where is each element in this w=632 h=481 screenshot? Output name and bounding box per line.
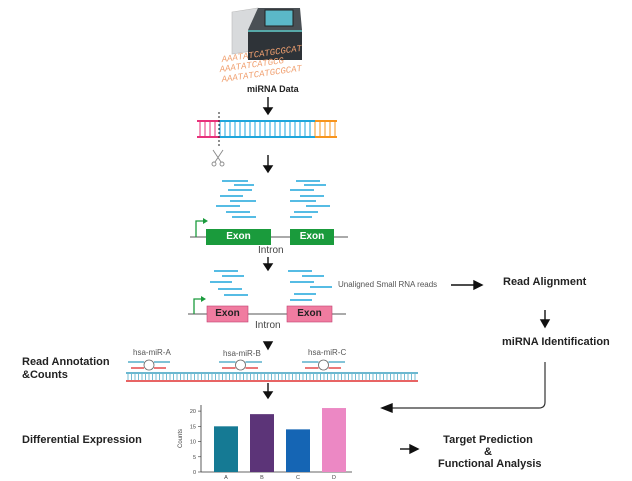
scissors-icon: [211, 149, 225, 167]
y-tick-label: 20: [190, 409, 196, 415]
sequence-text-icon: AAATATCATGCGCAT AAATATCATGCG AAATATCATGC…: [218, 44, 303, 85]
mirna-label-a: hsa-miR-A: [133, 348, 171, 357]
intron-label: Intron: [258, 245, 284, 256]
target-line2: &: [484, 446, 492, 458]
target-prediction-label: Target Prediction & Functional Analysis: [438, 434, 542, 470]
intron-label: Intron: [255, 320, 281, 331]
gene-model-pink: [188, 270, 346, 323]
x-tick-label: B: [260, 475, 264, 481]
y-tick-label: 5: [193, 455, 196, 461]
x-tick-label: A: [224, 475, 228, 481]
exon-label: Exon: [299, 231, 325, 242]
mirna-hairpin-icon: [302, 359, 345, 371]
bar-C: [286, 429, 310, 472]
adapter-ladder: [197, 112, 337, 167]
sequencer-icon: [231, 7, 302, 60]
read-alignment-label: Read Alignment: [503, 276, 587, 288]
gene-model-green: [190, 180, 348, 245]
exon-label: Exon: [215, 308, 240, 319]
y-tick-label: 10: [190, 440, 196, 446]
y-tick-label: 0: [193, 470, 196, 476]
bar-B: [250, 414, 274, 472]
mirna-identification-label: miRNA Identification: [502, 336, 610, 348]
arrows: [262, 97, 551, 455]
x-tick-label: C: [296, 475, 300, 481]
target-line3: Functional Analysis: [438, 458, 542, 470]
read-annotation-line1: Read Annotation: [22, 356, 110, 368]
mirna-label-c: hsa-miR-C: [308, 348, 347, 357]
mirna-hairpin-icon: [128, 359, 170, 371]
y-axis-label: Counts: [178, 429, 184, 448]
mirna-label-b: hsa-miR-B: [223, 349, 261, 358]
x-tick-label: D: [332, 475, 336, 481]
exon-label: Exon: [297, 308, 322, 319]
read-annotation-line2: &Counts: [22, 369, 68, 381]
bar-A: [214, 426, 238, 472]
differential-expression-label: Differential Expression: [22, 434, 142, 446]
annotation-strand: [126, 359, 418, 382]
bar-D: [322, 408, 346, 472]
mirna-data-label: miRNA Data: [247, 84, 299, 94]
target-line1: Target Prediction: [443, 434, 533, 446]
y-tick-label: 15: [190, 424, 196, 430]
unaligned-reads-label: Unaligned Small RNA reads: [338, 280, 438, 289]
mirna-hairpin-icon: [219, 359, 262, 371]
exon-label: Exon: [226, 231, 251, 242]
read-annotation-label: Read Annotation &Counts: [22, 356, 110, 382]
